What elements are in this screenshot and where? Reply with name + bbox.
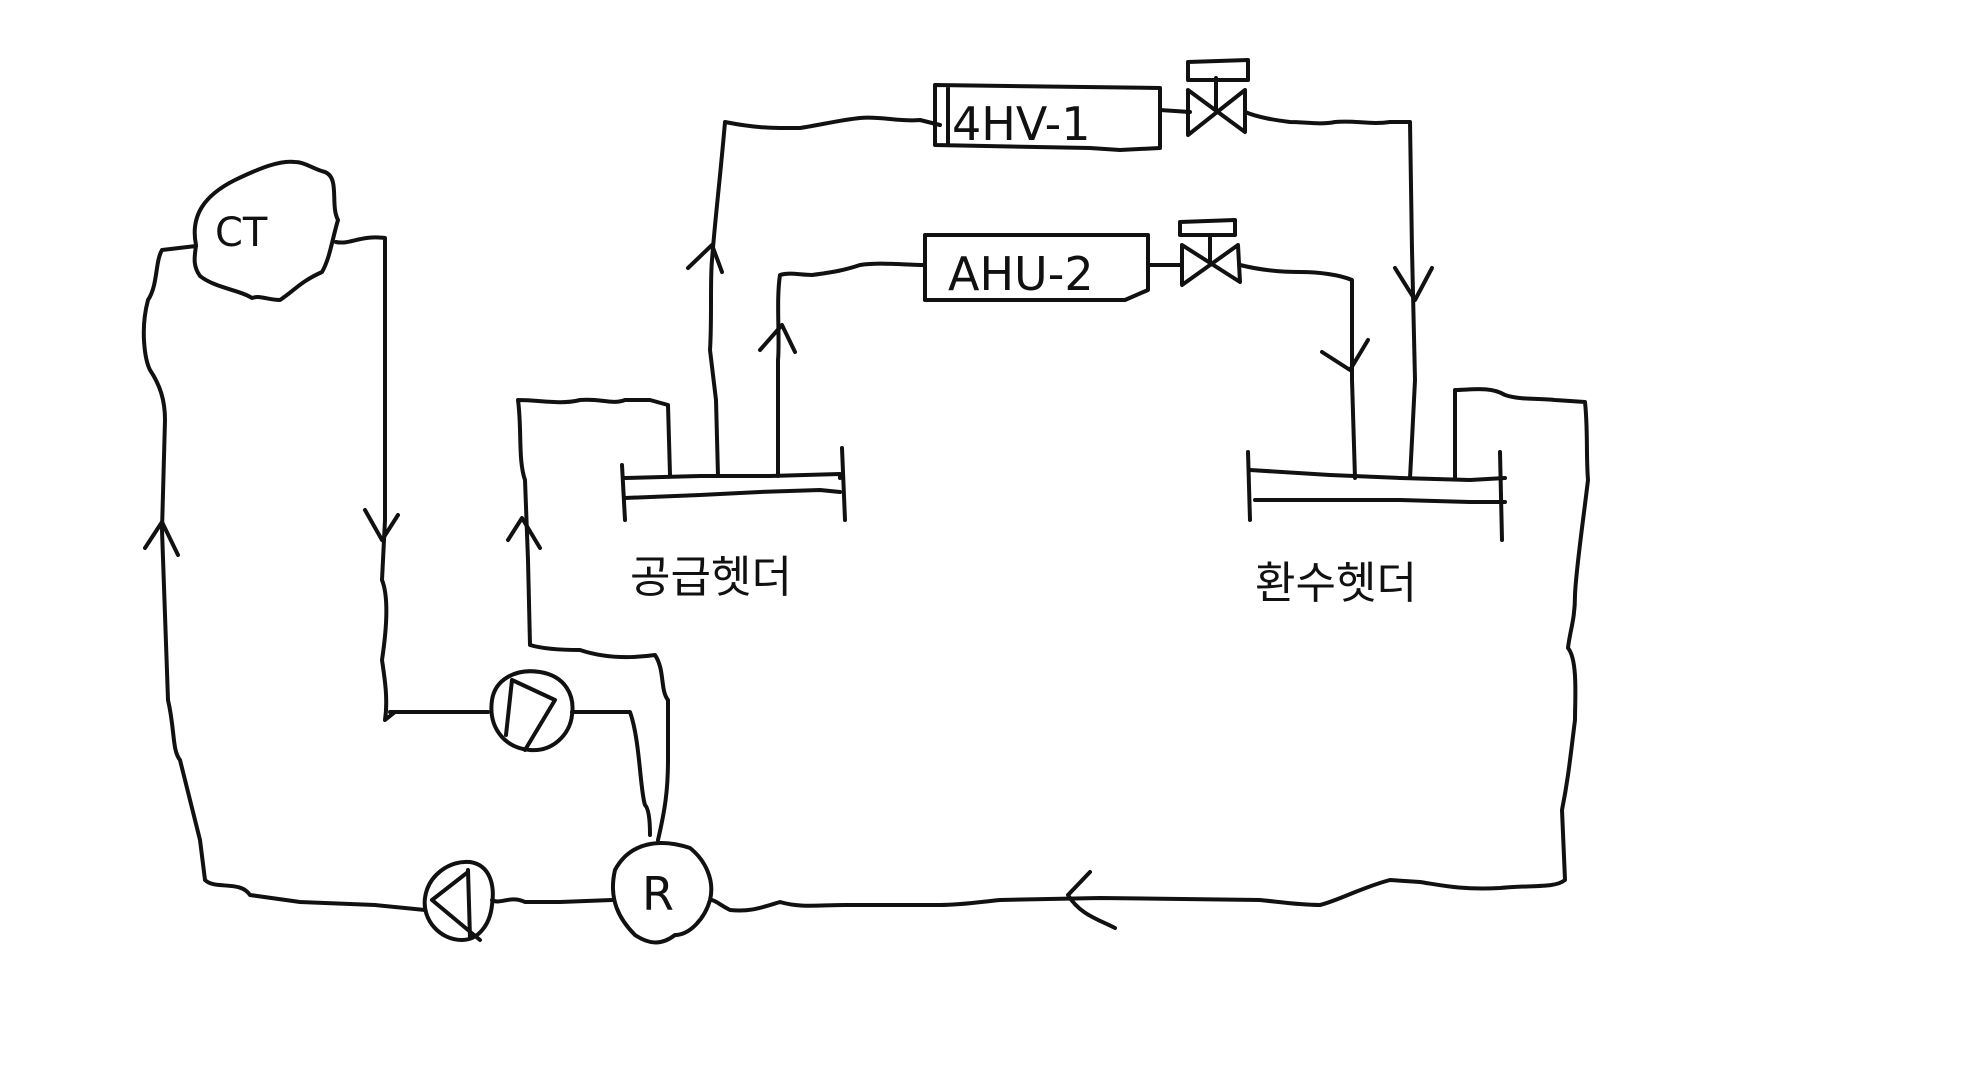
supply-header-label: 공급헷더 [630, 552, 792, 603]
supply-header-top [623, 472, 842, 480]
chiller-to-supply-pipe [516, 397, 672, 842]
return-to-chiller-pipe [710, 387, 1590, 913]
ahu-2: AHU-2 [923, 233, 1184, 302]
valve-2 [1178, 218, 1242, 287]
ct-left-pipe [141, 244, 427, 912]
cooling-tower-label: CT [215, 210, 268, 256]
chiller: R [610, 841, 714, 945]
chiller-label: R [642, 867, 674, 921]
return-header-bottom [1253, 498, 1507, 504]
ahu-1-box [933, 83, 1162, 152]
ahu1-to-valve-pipe [1158, 108, 1192, 114]
return-header: 환수헷더 [1246, 450, 1507, 609]
valve2-to-return-pipe [1238, 263, 1357, 480]
ahu-1: 4HV-1 [933, 83, 1192, 152]
pump-icon [430, 868, 482, 942]
globe-valve-icon [1178, 218, 1242, 287]
chilled-pump-body [422, 859, 495, 942]
valve-1 [1186, 58, 1250, 137]
return-header-top [1248, 468, 1507, 482]
supply-header-bottom [623, 488, 842, 500]
supply-header-right-cap [840, 446, 847, 522]
supply-header: 공급헷더 [620, 446, 847, 603]
return-header-right-cap [1498, 450, 1504, 542]
flow-arrow-down [1393, 266, 1434, 302]
supply-to-ahu2-pipe [776, 261, 927, 478]
flow-arrow-down [363, 508, 400, 542]
chilled-pump-to-chiller [490, 897, 614, 904]
flow-arrow-up [143, 520, 180, 557]
ahu-1-label: 4HV-1 [952, 97, 1091, 151]
flow-arrow-up [686, 243, 724, 274]
flow-arrow-down [1320, 338, 1370, 372]
flow-arrow-up [758, 323, 797, 354]
chilled-water-pump [422, 859, 495, 942]
ahu-2-box [923, 233, 1150, 302]
pump-icon [504, 678, 557, 752]
cooling-tower: CT [192, 159, 340, 302]
valve1-to-return-pipe [1243, 110, 1417, 480]
ct-right-pipe [334, 235, 397, 722]
condenser-pump-body [489, 669, 575, 753]
return-header-label: 환수헷더 [1255, 558, 1417, 609]
supply-to-ahu1-pipe [708, 115, 942, 478]
condenser-pump [489, 669, 575, 753]
cooling-tower-outline [192, 159, 340, 302]
pump-to-chiller-pipe [570, 710, 652, 837]
return-header-left-cap [1246, 450, 1252, 522]
flow-arrow-left [1066, 870, 1117, 930]
flow-arrow-up [506, 516, 542, 550]
supply-header-left-cap [620, 463, 627, 522]
chiller-outline [610, 841, 714, 945]
globe-valve-icon [1186, 58, 1250, 137]
ahu-2-label: AHU-2 [948, 247, 1094, 301]
